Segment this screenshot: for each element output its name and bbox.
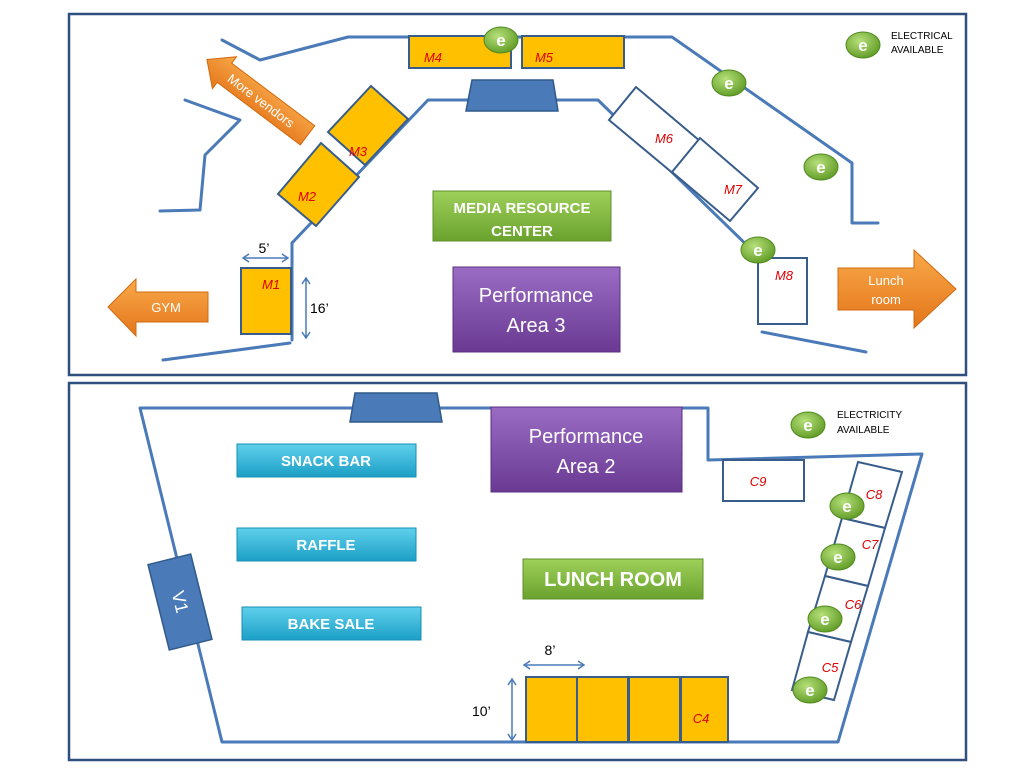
bake-sale-label: BAKE SALE [288,616,375,633]
performance-area-3 [452,266,621,353]
svg-text:e: e [820,610,829,629]
lunch-room-label: LUNCH ROOM [544,569,682,591]
booth-m2[interactable] [276,141,361,228]
booth-c9-label: C9 [750,474,767,489]
lunch-room-arrow-line2: room [871,292,901,307]
booth-c7-label: C7 [862,537,879,552]
outlet-icon-bottom-4: e [792,676,828,704]
snack-bar [236,443,417,478]
booth-v1[interactable]: V1 [147,553,213,651]
booth-c6-label: C6 [845,597,862,612]
media-center-line2: CENTER [491,223,553,240]
booth-m7-label: M7 [724,182,743,197]
outlet-icon-top-3: e [803,153,839,181]
media-center-line1: MEDIA RESOURCE [454,200,591,217]
outlet-icon-bottom-1: e [829,492,865,520]
legend-top: e ELECTRICAL AVAILABLE [845,31,953,59]
outlet-icon-top-1: e [483,26,519,54]
dim-m-width-arrow-right [281,253,290,263]
bottom-room-wall [138,406,924,744]
dim-c-depth-arrow-top [507,677,517,686]
svg-text:e: e [496,31,505,50]
raffle [236,527,417,562]
booth-m3[interactable] [326,84,410,167]
gym-label: GYM [151,300,181,315]
svg-text:e: e [724,74,733,93]
dim-m-width: 5’ [259,240,270,256]
outlet-icon-bottom-3: e [807,605,843,633]
booth-m2-label: M2 [298,189,317,204]
raffle-label: RAFFLE [296,537,355,554]
outlet-icon-bottom-2: e [820,543,856,571]
booth-m8[interactable] [757,257,808,325]
outlet-icon-top-4: e [740,236,776,264]
svg-text:e: e [842,497,851,516]
booth-m5-label: M5 [535,50,554,65]
booth-m4-label: M4 [424,50,442,65]
lunch-room-arrow[interactable]: Lunch room [837,248,957,330]
svg-text:e: e [803,416,812,435]
lunch-room [522,558,704,600]
top-bottom-right-wall [760,330,868,354]
performance2-line2: Area 2 [557,456,616,478]
outlet-icon-top-2: e [711,69,747,97]
lunch-room-arrow-line1: Lunch [868,273,903,288]
dim-m-depth-arrow-bottom [301,331,311,340]
gym-arrow[interactable]: GYM [107,277,209,338]
booth-m5[interactable] [521,35,625,69]
performance3-line1: Performance [479,285,594,307]
legend-bottom-line1: ELECTRICITY [837,410,902,421]
dim-m-width-arrow-left [241,253,250,263]
dim-c-depth: 10’ [472,703,491,719]
booth-m1[interactable] [240,267,292,335]
dim-c-width: 8’ [545,642,556,658]
performance-area-2 [490,406,683,493]
bake-sale [241,606,422,641]
performance2-line1: Performance [529,426,644,448]
stage-top [465,79,559,112]
booth-c4-label: C4 [693,711,710,726]
booth-c8-label: C8 [866,487,883,502]
media-resource-center [432,190,612,242]
dim-m-depth: 16’ [310,300,329,316]
booth-m6-label: M6 [655,131,674,146]
dim-c-depth-arrow-bottom [507,733,517,742]
svg-text:e: e [805,681,814,700]
booth-c3[interactable] [628,676,681,743]
booth-c4[interactable] [680,676,729,743]
booth-m7[interactable] [670,136,760,223]
legend-top-icon [845,31,881,59]
stage-bottom [349,392,443,423]
booth-c1[interactable] [525,676,578,743]
legend-bottom-line2: AVAILABLE [837,425,890,436]
dim-m-depth-arrow-top [301,276,311,285]
legend-top-line2: AVAILABLE [891,45,944,56]
svg-text:e: e [753,241,762,260]
booth-c9[interactable] [722,459,805,502]
dim-c-width-arrow-left [522,660,531,670]
booth-m1-label: M1 [262,277,280,292]
snack-bar-label: SNACK BAR [281,453,371,470]
legend-top-line1: ELECTRICAL [891,31,953,42]
booth-c5-label: C5 [822,660,839,675]
booth-c2[interactable] [576,676,629,743]
svg-text:e: e [858,36,867,55]
legend-bottom-icon [790,411,826,439]
top-left-wall [158,98,242,213]
performance3-line2: Area 3 [507,315,566,337]
dim-c-width-arrow-right [577,660,586,670]
booth-m3-label: M3 [349,144,368,159]
booth-m8-label: M8 [775,268,794,283]
svg-text:e: e [816,158,825,177]
top-outer-wall [220,35,880,225]
legend-bottom: e ELECTRICITY AVAILABLE [790,410,902,439]
svg-text:e: e [833,548,842,567]
top-bottom-left-wall [161,341,292,362]
